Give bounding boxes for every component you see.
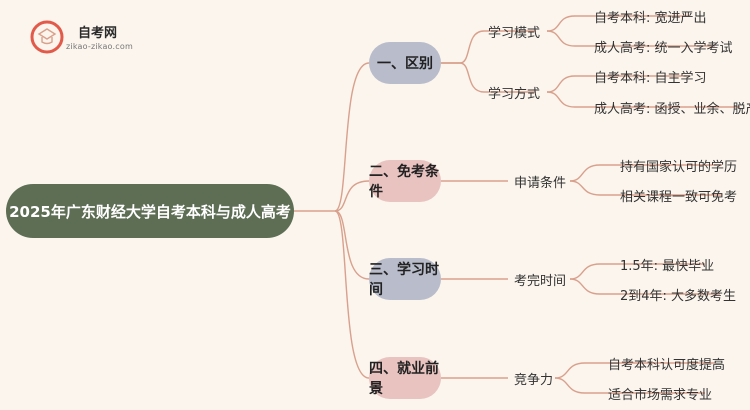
category-node-employment: 四、就业前景 [369,357,441,399]
leaf-text: 1.5年: 最快毕业 [620,259,715,274]
connector-leaf-4-1 [554,362,715,379]
leaf-text: 成人高考: 函授、业余、脱产 [594,102,750,117]
connector-leaf-3-1 [569,263,705,280]
node-competitiveness: 竞争力 [514,373,554,388]
category-node-study-time: 三、学习时间 [369,258,441,300]
leaf-text: 自考本科认可度提高 [608,358,726,373]
connector-mid-1-2 [441,62,536,93]
node-study-method: 学习方式 [488,87,541,102]
connector-cat-4 [334,210,370,379]
category-node-difference: 一、区别 [369,42,441,84]
connector-leaf-2-1 [569,164,722,182]
connector-leaf-4-2 [554,377,705,394]
root-node: 2025年广东财经大学自考本科与成人高考 [6,184,294,238]
category-node-exemption: 二、免考条件 [369,160,441,202]
connector-cat-3 [334,210,370,280]
leaf-text: 成人高考: 统一入学考试 [594,41,733,56]
site-logo[interactable]: 自考网 zikao-zikao.com [30,20,140,56]
node-exam-time: 考完时间 [514,274,567,289]
leaf-text: 适合市场需求专业 [608,388,713,403]
connector-leaf-1-2-1 [546,75,690,93]
connector-leaf-2-2 [569,180,722,196]
leaf-text: 自考本科: 自主学习 [594,71,707,86]
connector-leaf-3-2 [569,278,720,295]
logo-icon [30,20,64,54]
connector-leaf-1-1-2 [546,30,715,47]
connector-leaf-1-1-1 [546,15,690,32]
logo-name: 自考网 [78,26,118,41]
node-apply-condition: 申请条件 [514,176,567,191]
connector-cat-1 [334,62,370,212]
leaf-text: 相关课程一致可免考 [620,190,738,205]
logo-url: zikao-zikao.com [66,42,133,51]
connector-leaf-1-2-2 [546,91,740,108]
leaf-text: 自考本科: 宽进严出 [594,11,707,26]
connector-cat-2 [334,180,370,212]
node-study-mode: 学习模式 [488,26,541,41]
leaf-text: 持有国家认可的学历 [620,160,738,175]
leaf-text: 2到4年: 大多数考生 [620,289,737,304]
